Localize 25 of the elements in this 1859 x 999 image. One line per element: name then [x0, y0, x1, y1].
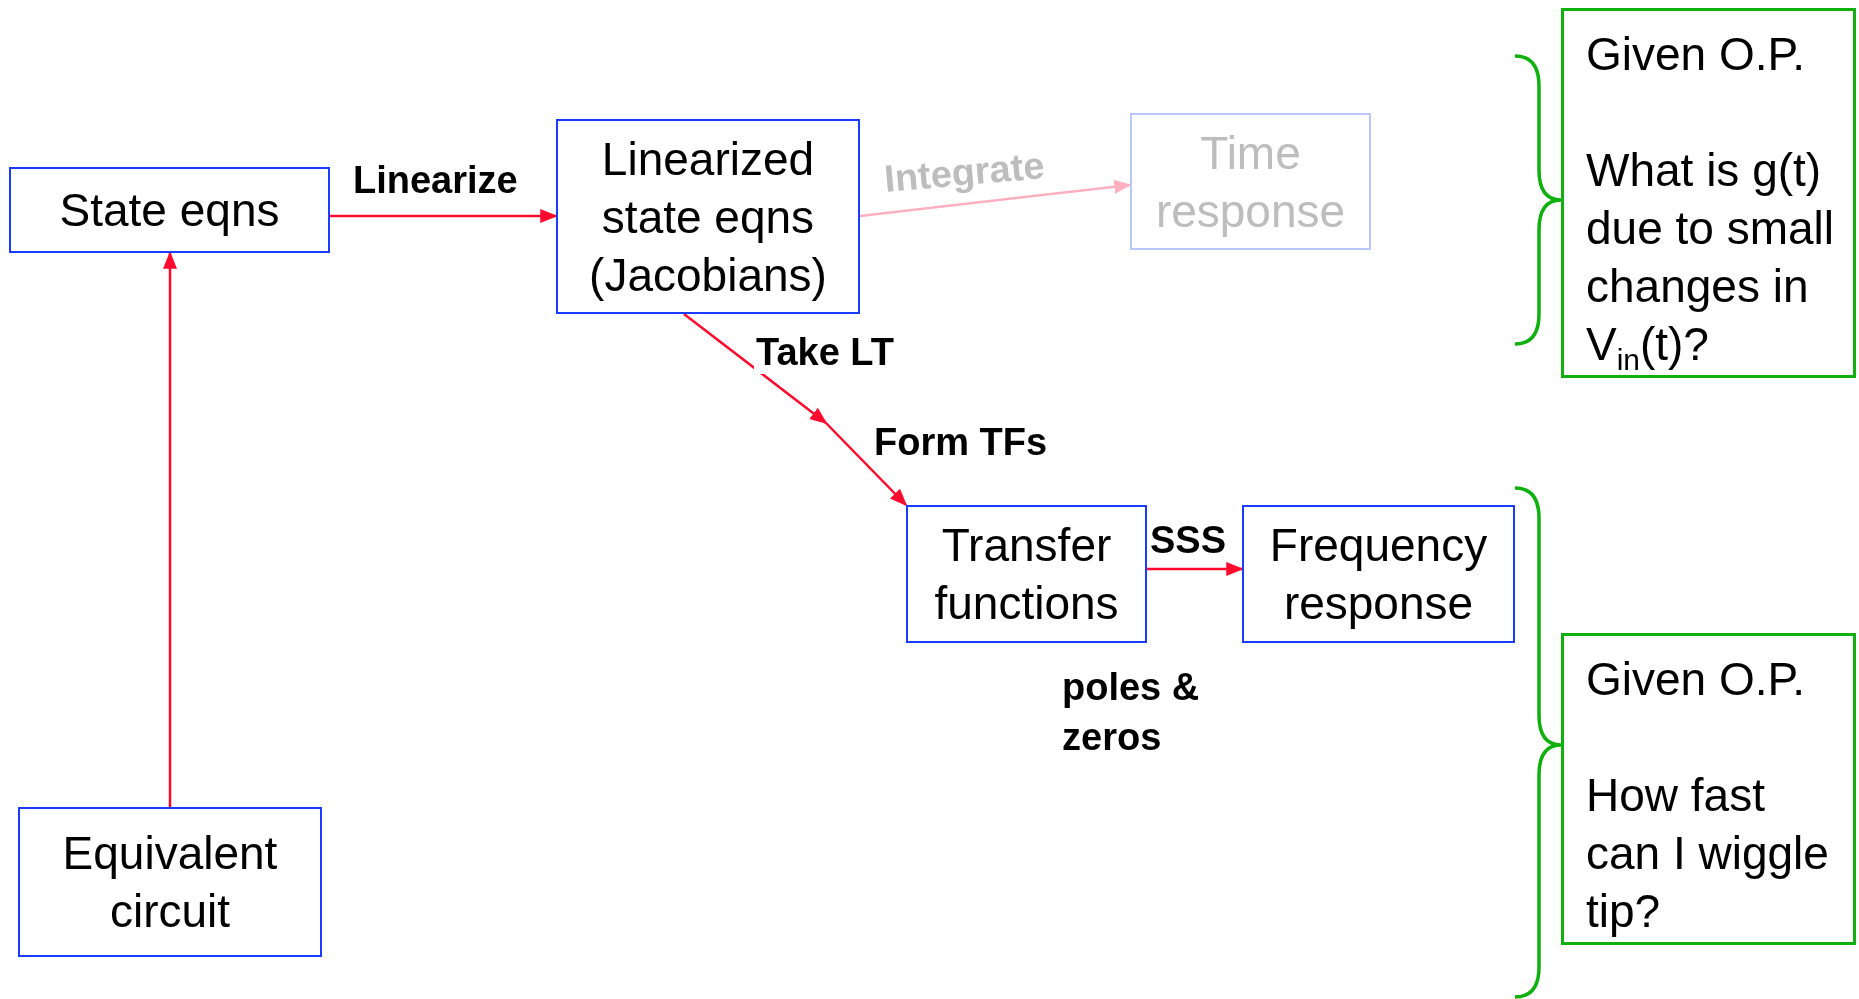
node-text: Time response — [1154, 125, 1347, 239]
arrow — [825, 422, 908, 507]
arrow — [163, 251, 177, 807]
arrow — [859, 179, 1132, 218]
node-text: State eqns — [59, 183, 280, 238]
process-box — [1130, 113, 1371, 250]
question-box — [1561, 633, 1856, 945]
arrow — [330, 209, 558, 223]
node-text: How fast can I wiggle tip? — [1586, 768, 1830, 939]
question-box — [1561, 8, 1856, 378]
node-text: Equivalent circuit — [61, 826, 279, 939]
node-text: Given O.P. — [1586, 27, 1806, 82]
note-text: poles & zeros — [1062, 665, 1201, 760]
arrow — [1147, 562, 1244, 576]
node-text: Frequency response — [1268, 518, 1489, 631]
process-box — [18, 807, 322, 957]
node-text: What is g(t) due to small changes in V$_{in}$(t)? — [1586, 143, 1835, 373]
process-box — [906, 505, 1147, 643]
node-text: Transfer functions — [933, 518, 1120, 631]
process-box — [1242, 505, 1515, 643]
process-box — [9, 167, 330, 253]
arrow — [683, 313, 828, 425]
node-text: Given O.P. — [1586, 652, 1806, 707]
process-box — [556, 119, 860, 314]
node-text: Linearized state eqns (Jacobians) — [588, 131, 828, 303]
